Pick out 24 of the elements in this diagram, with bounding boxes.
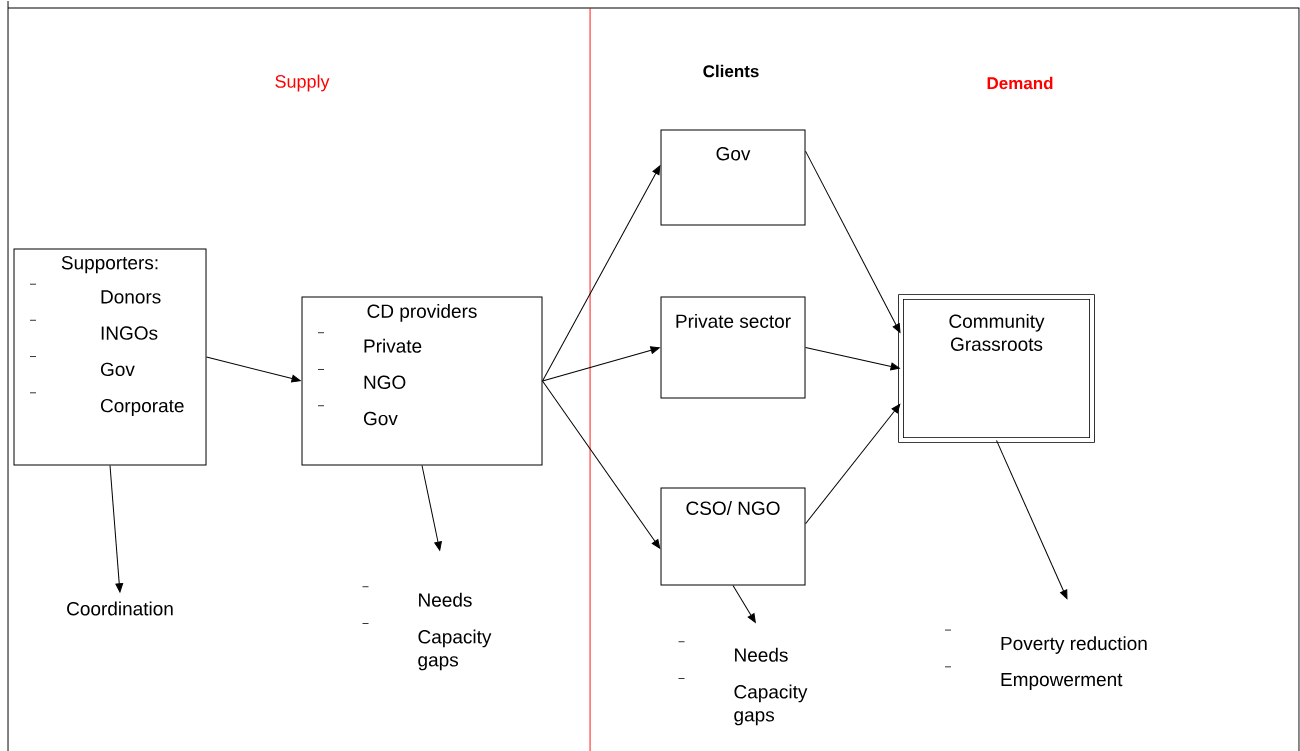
arrow: [542, 165, 661, 382]
section-label: Clients: [703, 64, 759, 78]
list-box: CD providers Private NGO Gov: [301, 296, 543, 466]
arrow: [542, 346, 660, 382]
arrow: [805, 150, 901, 333]
outcome-list: Poverty reduction Empowerment: [944, 629, 1147, 690]
arrow: [542, 380, 661, 549]
section-label: Demand: [987, 76, 1053, 90]
section-label: Supply: [275, 74, 330, 92]
arrow: [805, 347, 900, 371]
arrow: [996, 439, 1068, 600]
outcome-text: Coordination: [67, 601, 173, 616]
process-box: Private sector: [660, 296, 806, 399]
process-box: CSO/ NGO: [660, 487, 806, 586]
outcome-list: Needs Capacity gaps: [678, 641, 808, 726]
arrow: [732, 585, 756, 623]
arrow: [421, 465, 442, 551]
process-box: Gov: [660, 129, 806, 226]
list-box: Supporters: Donors INGOs Gov Corporate: [13, 248, 207, 466]
arrow: [109, 465, 124, 593]
community-box: Community Grassroots: [898, 294, 1095, 443]
outcome-list: Needs Capacity gaps: [362, 586, 492, 671]
arrow: [805, 403, 901, 525]
arrow: [206, 356, 301, 383]
